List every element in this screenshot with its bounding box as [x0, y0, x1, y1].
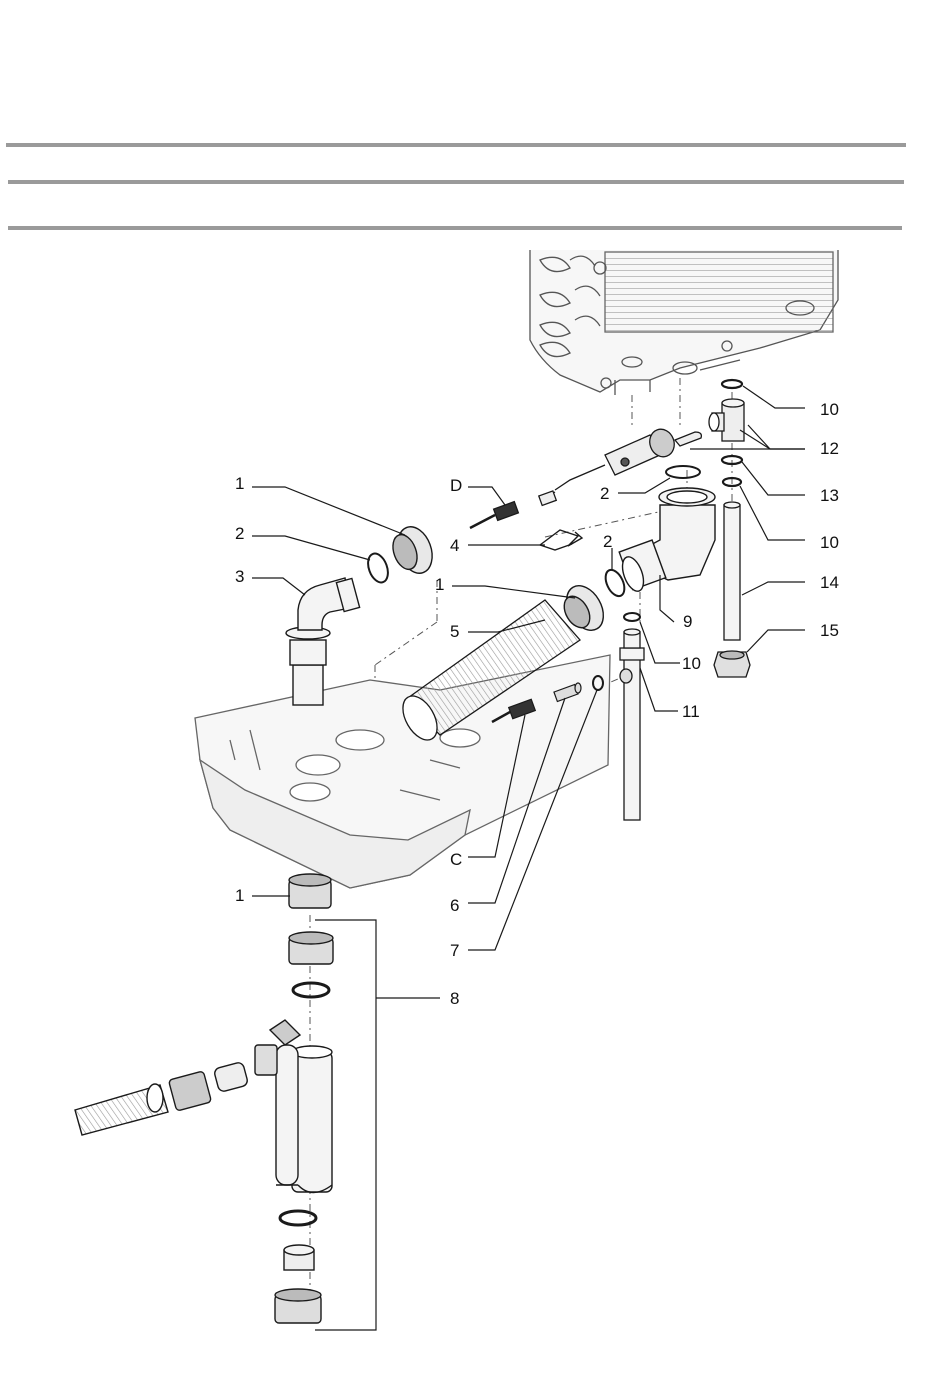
callout-label-12: 12 [820, 440, 839, 457]
callout-label-c: C [450, 851, 462, 868]
callout-label-10: 10 [820, 534, 839, 551]
union-nut-1-upper [389, 522, 439, 578]
callout-label-2: 2 [235, 525, 244, 542]
callout-label-15: 15 [820, 622, 839, 639]
washer-10-middle [624, 613, 640, 621]
callout-label-6: 6 [450, 897, 459, 914]
callout-label-1: 1 [435, 576, 444, 593]
callout-label-13: 13 [820, 487, 839, 504]
drain-tube-11 [620, 629, 644, 820]
callout-label-4: 4 [450, 537, 459, 554]
heat-exchanger [530, 250, 838, 395]
callout-label-7: 7 [450, 942, 459, 959]
callout-label-14: 14 [820, 574, 839, 591]
elbow-pipe-9 [618, 488, 715, 594]
drain-tray [195, 655, 610, 888]
callout-label-11: 11 [682, 703, 700, 720]
t-piece-12 [722, 403, 744, 441]
callout-label-1: 1 [235, 887, 244, 904]
washer-10-top [722, 380, 742, 388]
o-ring-2-top [666, 466, 700, 478]
tube-14 [724, 505, 740, 640]
o-ring-2-left [364, 551, 391, 585]
callout-label-3: 3 [235, 568, 244, 585]
callout-label-5: 5 [450, 623, 459, 640]
callout-label-1: 1 [235, 475, 244, 492]
siphon-assembly-8 [75, 874, 333, 1323]
callout-label-d: D [450, 477, 462, 494]
callout-label-9: 9 [683, 613, 692, 630]
callout-label-10: 10 [682, 655, 701, 672]
callout-label-2: 2 [603, 533, 612, 550]
callout-label-2: 2 [600, 485, 609, 502]
clip-4 [540, 530, 582, 550]
callout-label-8: 8 [450, 990, 459, 1007]
callout-label-10: 10 [820, 401, 839, 418]
